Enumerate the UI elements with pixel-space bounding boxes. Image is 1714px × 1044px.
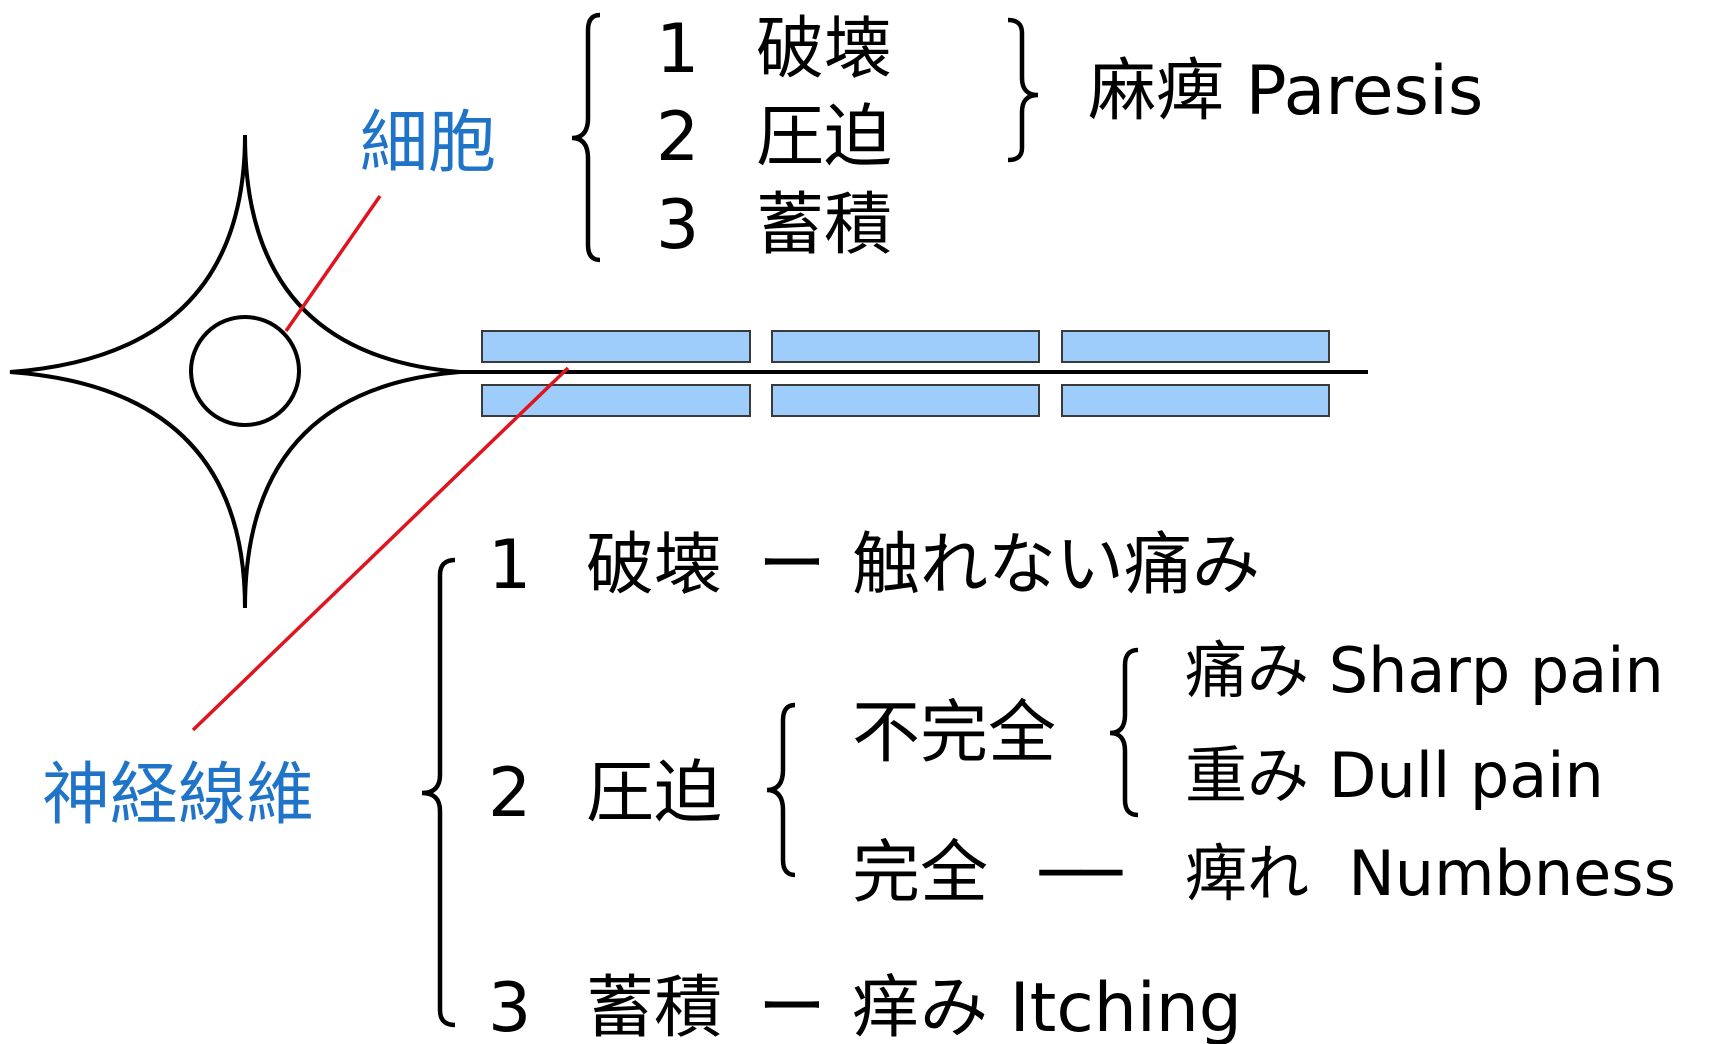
- complete-label: 完全: [852, 834, 989, 913]
- nerve-fiber-label: 神経線維: [42, 756, 315, 835]
- bottom-item-3-dash: ー: [758, 969, 827, 1044]
- bottom-item-1-dash: ー: [758, 526, 827, 605]
- numbness-result: 痺れ Numbness: [1185, 837, 1676, 910]
- top-item-2-text: 圧迫: [756, 98, 893, 177]
- incomplete-label: 不完全: [852, 694, 1057, 773]
- bottom-item-1-number: 1: [488, 526, 532, 605]
- top-right-brace: [1007, 17, 1039, 163]
- bottom-item-2-text: 圧迫: [586, 754, 723, 833]
- myelin-segment: [1061, 330, 1330, 363]
- cell-pointer-line: [284, 195, 382, 332]
- myelin-segment: [481, 384, 751, 417]
- top-item-3-number: 3: [656, 186, 700, 265]
- top-left-brace: [571, 12, 601, 263]
- bottom-item-2-number: 2: [488, 754, 532, 833]
- incomplete-brace: [1109, 647, 1139, 818]
- compression-brace: [766, 702, 796, 878]
- myelin-segment: [481, 330, 751, 363]
- dull-pain-result: 重み Dull pain: [1185, 739, 1604, 812]
- top-item-1-number: 1: [656, 10, 700, 89]
- bottom-main-brace: [421, 557, 456, 1028]
- myelin-segment: [771, 330, 1040, 363]
- myelin-segment: [771, 384, 1040, 417]
- fiber-pointer-line: [191, 366, 570, 732]
- bottom-item-1-result: 触れない痛み: [852, 526, 1261, 605]
- itching-result: 痒み Itching: [852, 969, 1242, 1044]
- bottom-item-3-text: 蓄積: [586, 969, 723, 1044]
- neuron-cell-body: [9, 134, 461, 609]
- top-item-2-number: 2: [656, 98, 700, 177]
- bottom-item-3-number: 3: [488, 969, 532, 1044]
- cell-nucleus: [189, 315, 301, 427]
- paresis-result: 麻痺 Paresis: [1088, 52, 1484, 131]
- myelin-segment: [1061, 384, 1330, 417]
- cell-label: 細胞: [360, 104, 497, 183]
- complete-dash: ──: [1040, 834, 1122, 913]
- bottom-item-1-text: 破壊: [586, 526, 723, 605]
- sharp-pain-result: 痛み Sharp pain: [1185, 634, 1664, 707]
- top-item-1-text: 破壊: [756, 10, 893, 89]
- top-item-3-text: 蓄積: [756, 186, 893, 265]
